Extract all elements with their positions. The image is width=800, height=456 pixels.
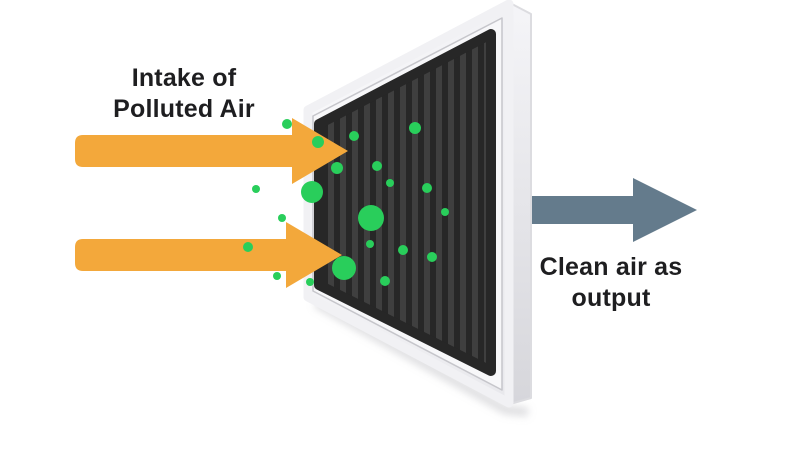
pollutant-particle	[427, 252, 437, 262]
clean-air-arrow	[528, 178, 697, 242]
intake-label-line1: Intake of	[131, 64, 237, 92]
pollutant-particle	[282, 119, 292, 129]
pollutant-particle	[243, 242, 253, 252]
intake-label-line2: Polluted Air	[113, 95, 255, 123]
pollutant-particle	[398, 245, 408, 255]
pollutant-particle	[409, 122, 421, 134]
intake-arrow-bottom	[75, 222, 342, 288]
pollutant-particle	[441, 208, 449, 216]
air-filter	[303, 0, 532, 417]
intake-arrow-top	[75, 118, 348, 184]
pollutant-particle	[312, 136, 324, 148]
pollutant-particle	[422, 183, 432, 193]
pollutant-particle	[306, 278, 314, 286]
pollutant-particle	[366, 240, 374, 248]
pollutant-particle	[380, 276, 390, 286]
pollutant-particle	[386, 179, 394, 187]
pollutant-particle	[331, 162, 343, 174]
filter-face	[314, 29, 496, 376]
pollutant-particle	[332, 256, 356, 280]
pollutant-particles	[243, 119, 449, 286]
pollutant-particle	[372, 161, 382, 171]
pollutant-particle	[278, 214, 286, 222]
output-label-line1: Clean air as	[539, 253, 683, 281]
output-label: Clean air as output	[513, 252, 709, 314]
pollutant-particle	[358, 205, 384, 231]
pollutant-particle	[301, 181, 323, 203]
pollutant-particle	[273, 272, 281, 280]
pollutant-particle	[252, 185, 260, 193]
pollutant-particle	[349, 131, 359, 141]
output-label-line2: output	[571, 284, 651, 312]
intake-label: Intake of Polluted Air	[60, 63, 308, 125]
